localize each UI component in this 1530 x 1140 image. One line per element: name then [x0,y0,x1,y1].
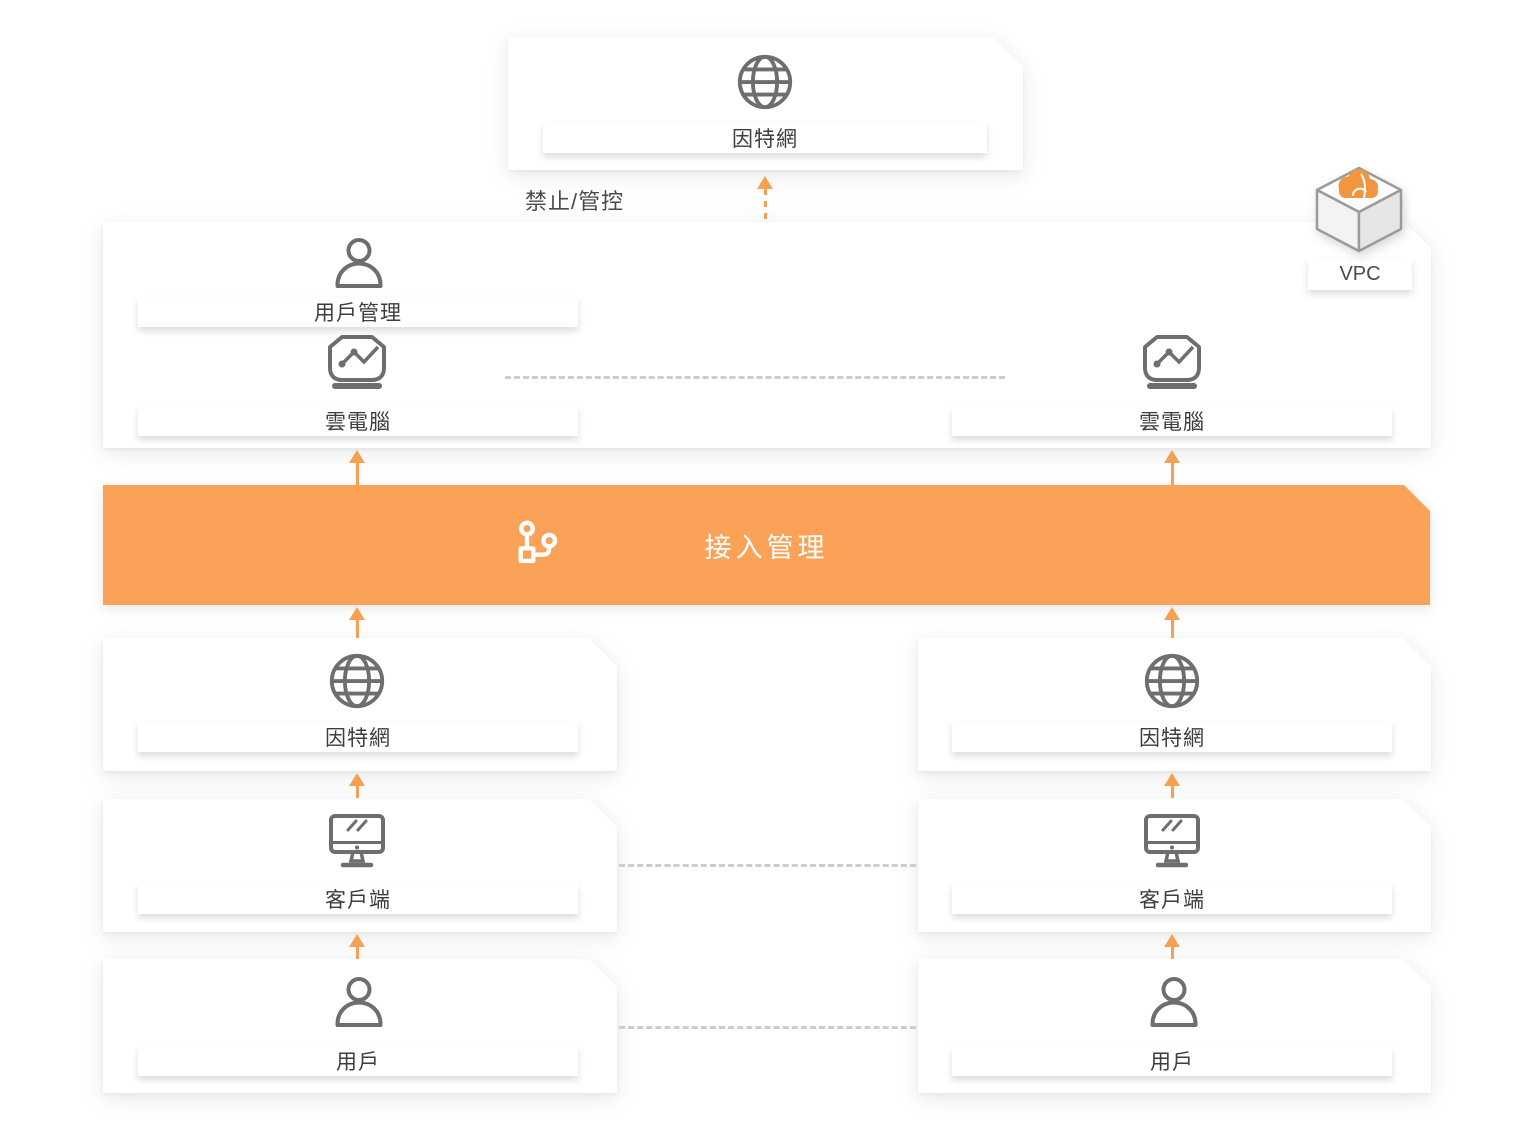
arrow-user-right-to-client [1164,934,1180,959]
arrow-shaft [1170,786,1174,798]
cloud-pc-monitor-icon [328,335,386,389]
right-internet-label-bar: 因特網 [952,722,1392,752]
arrow-head [1164,773,1180,786]
arrow-internet-right-to-banner [1164,607,1180,638]
arrow-user-left-to-client [349,934,365,959]
arrow-shaft [763,189,767,222]
right-client-label: 客戶端 [1139,889,1205,912]
cloud-pc-right-label-bar: 雲電腦 [952,406,1392,436]
arrow-head [1164,934,1180,947]
dashed-connector-cloud-pcs [505,376,1005,379]
arrow-shaft [355,786,359,798]
cloud-pc-left-label-bar: 雲電腦 [138,406,578,436]
arrow-shaft [355,947,359,959]
cloud-pc-monitor-icon [1143,335,1201,389]
arrow-client-right-to-internet [1164,773,1180,798]
right-client-box: 客戶端 [918,799,1431,932]
restrict-control-label: 禁止/管控 [525,189,625,214]
right-user-box: 用戶 [918,959,1431,1093]
workflow-branch-icon [518,520,558,564]
arrow-banner-to-cloudpc-left [349,450,365,485]
access-management-banner-bg [103,485,1430,605]
person-icon [335,977,383,1027]
left-internet-label: 因特網 [325,727,391,750]
globe-icon [1144,653,1200,709]
arrow-shaft [1170,620,1174,638]
globe-icon [329,653,385,709]
vpc-cube-icon [1315,166,1403,253]
arrow-head [757,176,773,189]
left-client-label: 客戶端 [325,889,391,912]
left-user-label: 用戶 [336,1051,380,1074]
right-internet-box: 因特網 [918,638,1431,771]
vpc-box: 用戶管理 雲電腦 雲電腦 [103,222,1431,448]
arrow-shaft [355,463,359,485]
top-internet-label-bar: 因特網 [543,123,987,153]
arrow-vpc-to-internet [757,176,773,222]
arrow-client-left-to-internet [349,773,365,798]
access-management-label: 接入管理 [103,485,1430,605]
access-management-text: 接入管理 [704,532,829,563]
dashed-connector-clients [619,864,916,867]
left-internet-box: 因特網 [103,638,617,771]
right-user-label-bar: 用戶 [952,1046,1392,1076]
globe-icon [737,54,793,110]
cloud-pc-right-label: 雲電腦 [1139,411,1205,434]
arrow-internet-left-to-banner [349,607,365,638]
vpc-label: VPC [1339,263,1381,285]
desktop-monitor-icon [329,814,385,868]
person-icon [335,238,383,288]
arrow-head [349,607,365,620]
right-internet-label: 因特網 [1139,727,1205,750]
cloud-pc-left-label: 雲電腦 [325,411,391,434]
desktop-monitor-icon [1144,814,1200,868]
left-user-label-bar: 用戶 [138,1046,578,1076]
top-internet-box: 因特網 [508,37,1023,170]
person-icon [1150,977,1198,1027]
arrow-shaft [1170,947,1174,959]
left-internet-label-bar: 因特網 [138,722,578,752]
arrow-head [1164,607,1180,620]
arrow-shaft [1170,463,1174,485]
arrow-head [349,450,365,463]
left-client-label-bar: 客戶端 [138,884,578,914]
arrow-head [1164,450,1180,463]
right-client-label-bar: 客戶端 [952,884,1392,914]
arrow-banner-to-cloudpc-right [1164,450,1180,485]
left-user-box: 用戶 [103,959,617,1093]
dashed-connector-users [619,1026,916,1029]
arrow-shaft [355,620,359,638]
top-internet-label: 因特網 [732,128,798,151]
arrow-head [349,934,365,947]
user-management-label-bar: 用戶管理 [138,297,578,327]
access-management-banner: 接入管理 [103,485,1430,605]
vpc-label-bar: VPC [1308,259,1412,290]
user-management-label: 用戶管理 [314,302,402,325]
right-user-label: 用戶 [1150,1051,1194,1074]
left-client-box: 客戶端 [103,799,617,932]
arrow-head [349,773,365,786]
